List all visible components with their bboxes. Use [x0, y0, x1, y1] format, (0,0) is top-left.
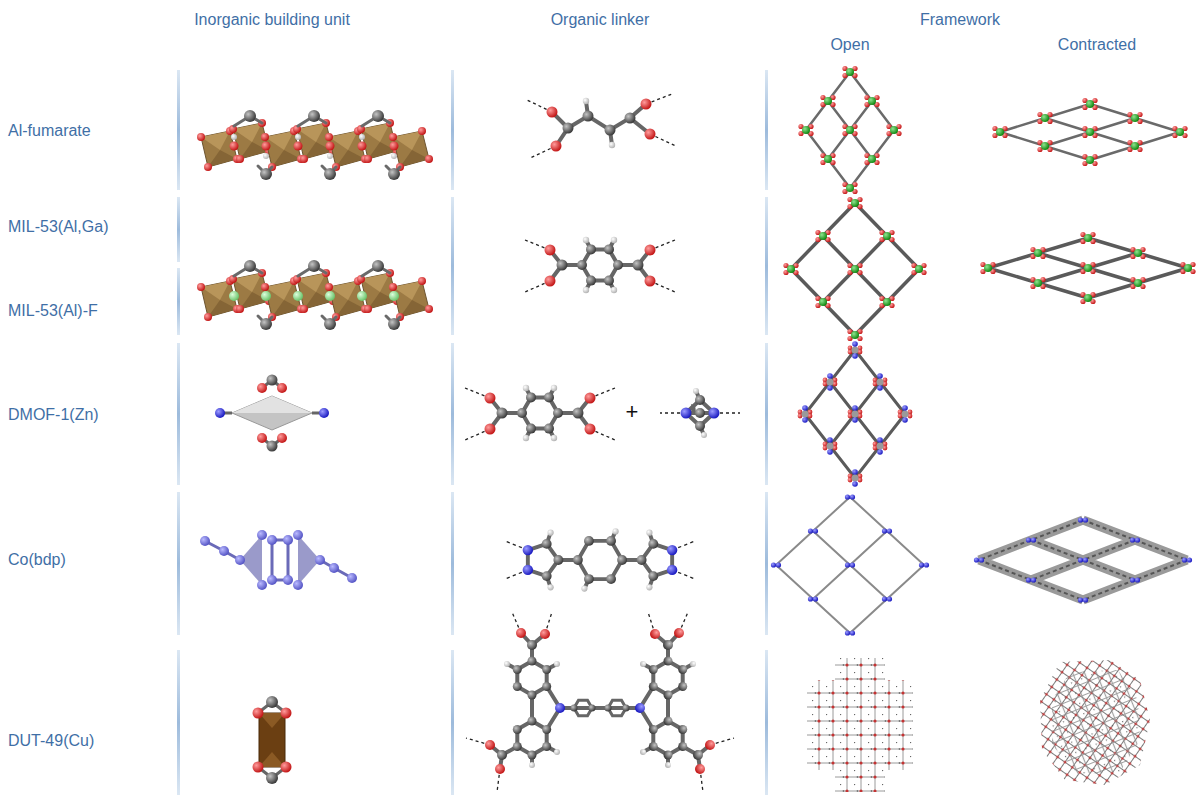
column-header: Organic linker: [551, 10, 650, 30]
row-label: DUT-49(Cu): [8, 731, 94, 751]
row-label: MIL-53(Al,Ga): [8, 217, 108, 237]
column-subheader: Contracted: [1058, 35, 1136, 55]
row-label: MIL-53(Al)-F: [8, 301, 98, 321]
dut49-linker: [466, 612, 734, 792]
bdc-linker: [525, 237, 675, 293]
column-header: Inorganic building unit: [194, 10, 350, 30]
framework-contracted: [1040, 660, 1150, 785]
framework-contracted: [992, 98, 1187, 166]
al-f-chain: [197, 260, 433, 330]
separator-bars: [177, 70, 768, 795]
column-header: Framework: [920, 10, 1000, 30]
framework-open: [807, 658, 913, 792]
row-label: Al-fumarate: [8, 121, 91, 141]
co-chain: [200, 530, 357, 590]
row-label: DMOF-1(Zn): [8, 405, 99, 425]
row-label: Co(bdp): [8, 550, 66, 570]
framework-open: [771, 494, 929, 635]
column-subheader: Open: [830, 35, 869, 55]
cu-paddlewheel: [253, 696, 292, 784]
zn-paddlewheel: [215, 375, 329, 452]
framework-open: [798, 66, 901, 194]
fumarate-linker: [527, 94, 676, 158]
framework-open: [783, 197, 926, 341]
framework-contracted: [974, 517, 1192, 602]
al-oh-chain: [197, 110, 433, 180]
bdp-linker: [504, 528, 696, 591]
plus-sign: +: [626, 400, 639, 424]
bdc-linker: [465, 385, 615, 441]
dabco-linker: [660, 388, 740, 438]
framework-contracted: [980, 232, 1195, 304]
framework-open: [798, 341, 913, 487]
